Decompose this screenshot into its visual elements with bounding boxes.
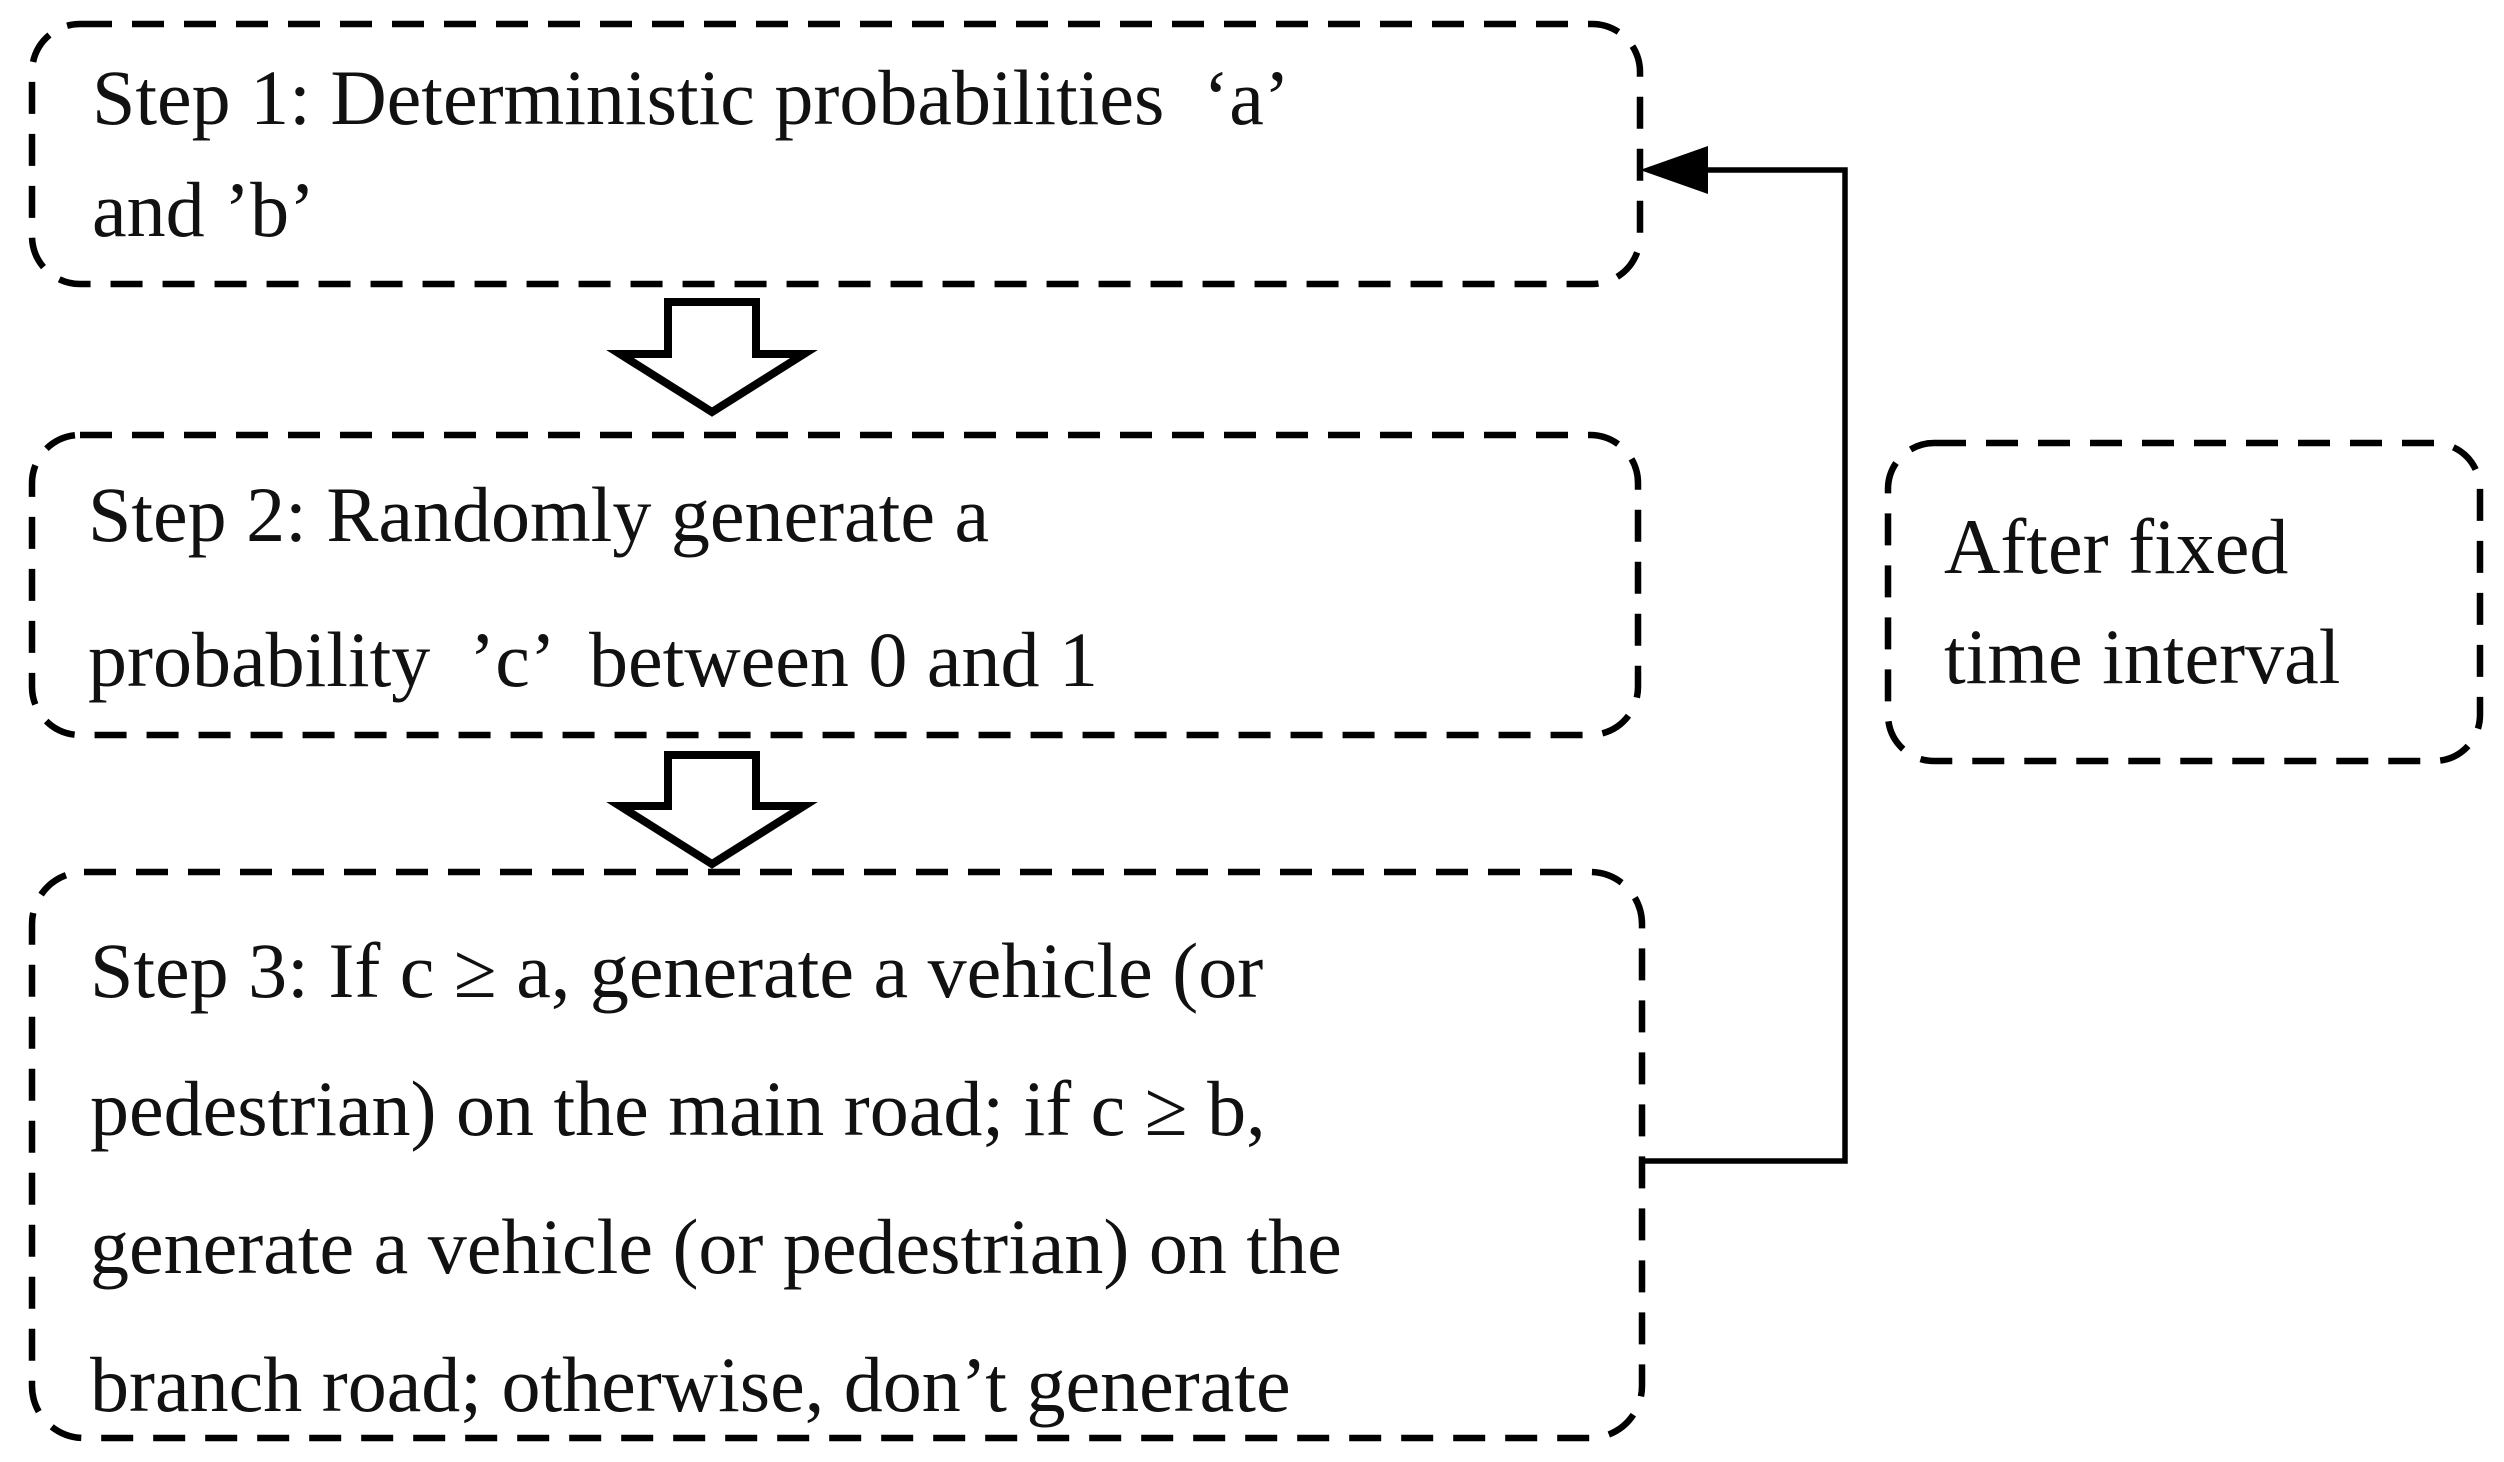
after-interval-box-border [1884, 439, 2484, 765]
after-interval-text-line2: time interval [1944, 613, 2341, 700]
step3-text-line3: generate a vehicle (or pedestrian) on th… [90, 1203, 1342, 1290]
down-arrow-1-icon [606, 298, 818, 417]
step2-text-line2: probability ’c’ between 0 and 1 [88, 616, 1099, 703]
step3-text-line2: pedestrian) on the main road; if c ≥ b, [90, 1065, 1266, 1152]
step1-box: Step 1: Deterministic probabilities ‘a’ … [92, 42, 1290, 266]
step3-text-line1: Step 3: If c ≥ a, generate a vehicle (or [90, 927, 1264, 1014]
step2-text-line1: Step 2: Randomly generate a [88, 471, 990, 558]
step1-box-border [28, 20, 1644, 288]
step1-text-line1: Step 1: Deterministic probabilities ‘a’ [92, 54, 1290, 141]
step3-box-border [28, 868, 1646, 1442]
step2-box-border [28, 431, 1642, 739]
loop-arrow [1640, 146, 1848, 1164]
step2-box: Step 2: Randomly generate a probability … [88, 442, 1098, 732]
loop-arrow-line [1645, 167, 1848, 1164]
down-arrow-2-icon [606, 751, 818, 869]
after-interval-text-line1: After fixed [1944, 503, 2289, 590]
loop-arrowhead-icon [1640, 146, 1708, 194]
step3-text-line4: branch road; otherwise, don’t generate [90, 1341, 1291, 1428]
after-interval-box: After fixed time interval [1944, 492, 2340, 712]
step3-box: Step 3: If c ≥ a, generate a vehicle (or… [90, 902, 1342, 1454]
step1-text-line2: and ’b’ [92, 166, 316, 253]
